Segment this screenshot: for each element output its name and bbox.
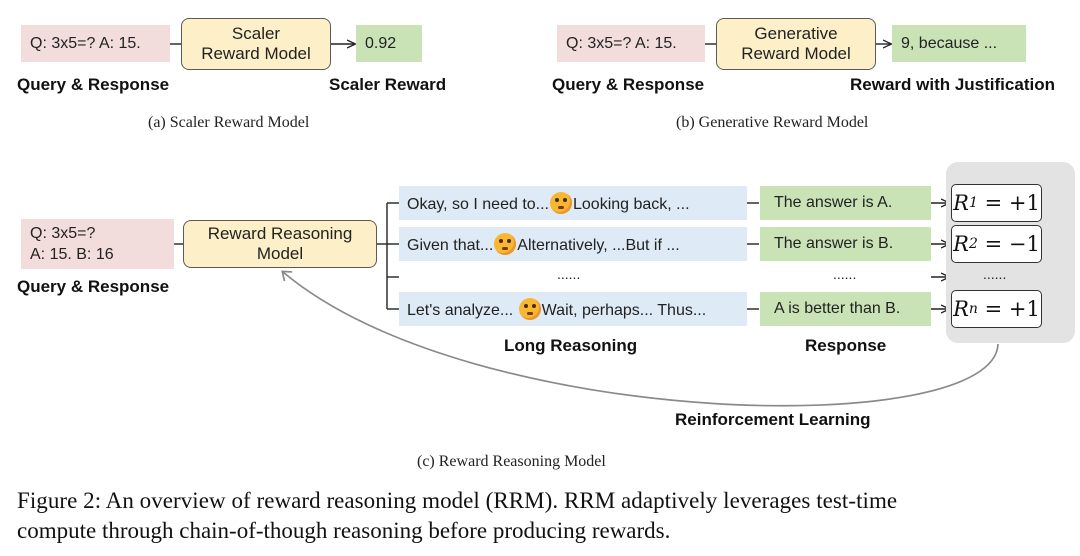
response-text: The answer is B. (774, 235, 894, 252)
scaler-reward-label: Scaler Reward (329, 75, 447, 94)
model-name-line2: Model (256, 244, 304, 263)
reward-justification-label: Reward with Justification (850, 75, 1055, 94)
reasoning-row-3: Let's analyze... Wait, perhaps... Thus..… (399, 292, 747, 326)
reinforcement-learning-label: Reinforcement Learning (675, 410, 871, 429)
model-name-line1: Reward Reasoning (207, 224, 353, 243)
query-response-box-c: Q: 3x5=? A: 15. B: 16 (21, 219, 174, 269)
query-line2: A: 15. B: 16 (30, 246, 114, 263)
model-name-line2: Reward Model (201, 44, 311, 63)
reasoning-ellipsis: ...... (557, 266, 581, 282)
scaler-reward-model-box: Scaler Reward Model (181, 18, 331, 70)
query-response-label-b: Query & Response (552, 75, 705, 94)
generative-output-box: 9, because ... (892, 25, 1026, 62)
generative-output-value: 9, because ... (901, 34, 998, 52)
reasoning-text-after: Alternatively, ...But if ... (517, 237, 680, 254)
query-response-label-c: Query & Response (17, 277, 170, 296)
response-label: Response (805, 336, 887, 355)
response-text: The answer is A. (774, 194, 893, 211)
query-response-box-b: Q: 3x5=? A: 15. (557, 25, 705, 62)
response-ellipsis: ...... (833, 266, 857, 282)
reasoning-text-after: Wait, perhaps... Thus... (541, 302, 707, 319)
reward-value: = +1 (984, 297, 1040, 321)
caption-b: (b) Generative Reward Model (676, 114, 869, 131)
reward-subscript: 1 (968, 195, 978, 211)
response-text: A is better than B. (774, 300, 901, 317)
query-response-box-a: Q: 3x5=? A: 15. (21, 25, 170, 62)
model-name-line1: Scaler (231, 24, 281, 43)
reasoning-text-before: Let's analyze... (407, 302, 518, 319)
model-name-line1: Generative (754, 24, 838, 43)
thinking-face-icon (550, 192, 572, 214)
response-box-1: The answer is A. (760, 186, 931, 220)
reward-reasoning-model-box: Reward Reasoning Model (183, 220, 377, 268)
reward-value: = +1 (984, 191, 1040, 215)
reward-ellipsis: ...... (983, 266, 1007, 282)
long-reasoning-label: Long Reasoning (504, 336, 638, 355)
figure-caption-line1: Figure 2: An overview of reward reasonin… (17, 488, 898, 513)
reasoning-row-1: Okay, so I need to... Looking back, ... (399, 186, 747, 220)
reward-value: = −1 (984, 232, 1040, 256)
generative-reward-model-box: Generative Reward Model (716, 18, 876, 70)
query-text-a: Q: 3x5=? A: 15. (30, 34, 141, 52)
reasoning-text-before: Given that... (407, 237, 494, 254)
reasoning-text-after: Looking back, ... (573, 196, 690, 213)
reasoning-text-before: Okay, so I need to... (407, 196, 549, 213)
reward-symbol: R (953, 232, 969, 256)
query-response-label-a: Query & Response (17, 75, 170, 94)
scaler-output-value: 0.92 (365, 34, 397, 52)
figure-caption-line2: compute through chain-of-though reasonin… (17, 518, 671, 543)
response-box-2: The answer is B. (760, 227, 931, 261)
reward-subscript: n (968, 301, 978, 317)
reward-symbol: R (953, 297, 969, 321)
query-text-b: Q: 3x5=? A: 15. (566, 34, 677, 52)
query-line1: Q: 3x5=? (30, 225, 96, 242)
thinking-face-icon (494, 233, 517, 255)
reward-subscript: 2 (968, 236, 978, 252)
model-name-line2: Reward Model (741, 44, 851, 63)
reward-symbol: R (953, 191, 969, 215)
thinking-face-icon (518, 298, 541, 320)
response-box-3: A is better than B. (760, 292, 931, 326)
reasoning-row-2: Given that... Alternatively, ...But if ..… (399, 227, 747, 261)
caption-a: (a) Scaler Reward Model (148, 114, 310, 131)
caption-c: (c) Reward Reasoning Model (417, 453, 606, 470)
scaler-output-box: 0.92 (356, 25, 422, 62)
